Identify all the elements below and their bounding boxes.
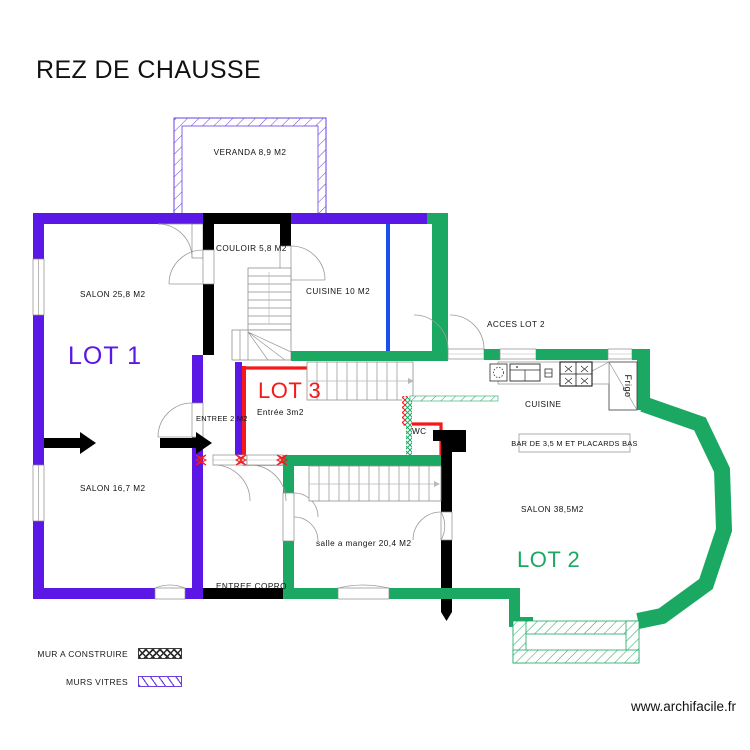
cooktop-icon [559, 361, 593, 387]
room-label-entree-2: ENTREE 2 M2 [196, 414, 248, 423]
page-title: REZ DE CHAUSSE [36, 56, 262, 84]
small-appliance-icon [544, 368, 553, 378]
legend-swatch-crosshatch-icon [138, 648, 182, 659]
door-salon-25-8 [157, 223, 204, 259]
oven-icon [509, 363, 541, 382]
window-salon-west-2 [32, 464, 45, 522]
wc-black-walls [412, 430, 466, 621]
room-label-veranda: VERANDA 8,9 M2 [214, 148, 287, 157]
kitchen-divider-wall [386, 224, 390, 357]
room-label-entree-copro: ENTREE COPRO [216, 582, 287, 591]
door-salle-manger-west [282, 492, 319, 542]
window-salon-south [154, 584, 186, 600]
annotation-frigo-label: Frigo [623, 374, 633, 397]
room-label-salon-25-8: SALON 25,8 M2 [80, 290, 145, 299]
annotation-bar-label: BAR DE 3,5 M ET PLACARDS BAS [511, 439, 638, 448]
room-label-couloir: COULOIR 5,8 M2 [216, 244, 287, 253]
lot1-walls [32, 213, 213, 600]
legend-label-murs-vitres: MURS VITRES [66, 676, 128, 687]
room-wc: WC [402, 395, 499, 460]
door-salle-manger-east [412, 511, 453, 541]
room-label-entree-3: Entrée 3m2 [257, 408, 304, 417]
room-label-salon-38-5: SALON 38,5M2 [521, 505, 584, 514]
room-label-cuisine-10: CUISINE 10 M2 [306, 287, 370, 296]
window-salle-manger-south [337, 584, 390, 600]
room-veranda: VERANDA 8,9 M2 [173, 117, 327, 215]
lot3-label: LOT 3 [258, 378, 321, 403]
annotation-bar: BAR DE 3,5 M ET PLACARDS BAS [511, 433, 638, 453]
entree-copro-walls [194, 454, 289, 599]
legend-swatch-diagonal-icon [138, 676, 182, 687]
door-couloir-west [168, 249, 215, 285]
legend-label-mur-a-construire: MUR A CONSTRUIRE [37, 648, 128, 659]
staircase-couloir [231, 267, 292, 361]
lot2-label: LOT 2 [517, 547, 580, 572]
salle-manger-walls [282, 455, 452, 600]
footer-url: www.archifacile.fr [630, 699, 736, 714]
room-label-cuisine-lot2: CUISINE [525, 400, 561, 409]
room-label-wc: WC [412, 427, 427, 436]
sink-icon [489, 363, 508, 382]
appliance-fridge [608, 361, 638, 411]
staircase-salle-manger [308, 465, 442, 502]
legend-item-murs-vitres: MURS VITRES [32, 676, 182, 687]
room-label-salle-manger: salle a manger 20,4 M2 [316, 539, 411, 548]
lot1-label: LOT 1 [68, 342, 142, 370]
door-couloir-east [279, 245, 326, 281]
room-label-salon-16-7: SALON 16,7 M2 [80, 484, 145, 493]
top-band-walls [291, 213, 448, 358]
mid-green-walls [291, 345, 448, 361]
kitchen-appliance-icons [489, 361, 593, 387]
lot2-walls [413, 314, 733, 664]
room-label-acces-lot2: ACCES LOT 2 [487, 320, 545, 329]
staircase-lot3 [306, 361, 414, 401]
window-salon-west-1 [32, 258, 45, 316]
legend-item-mur-a-construire: MUR A CONSTRUIRE [32, 648, 182, 659]
lot1-lot3-divider [235, 362, 242, 465]
